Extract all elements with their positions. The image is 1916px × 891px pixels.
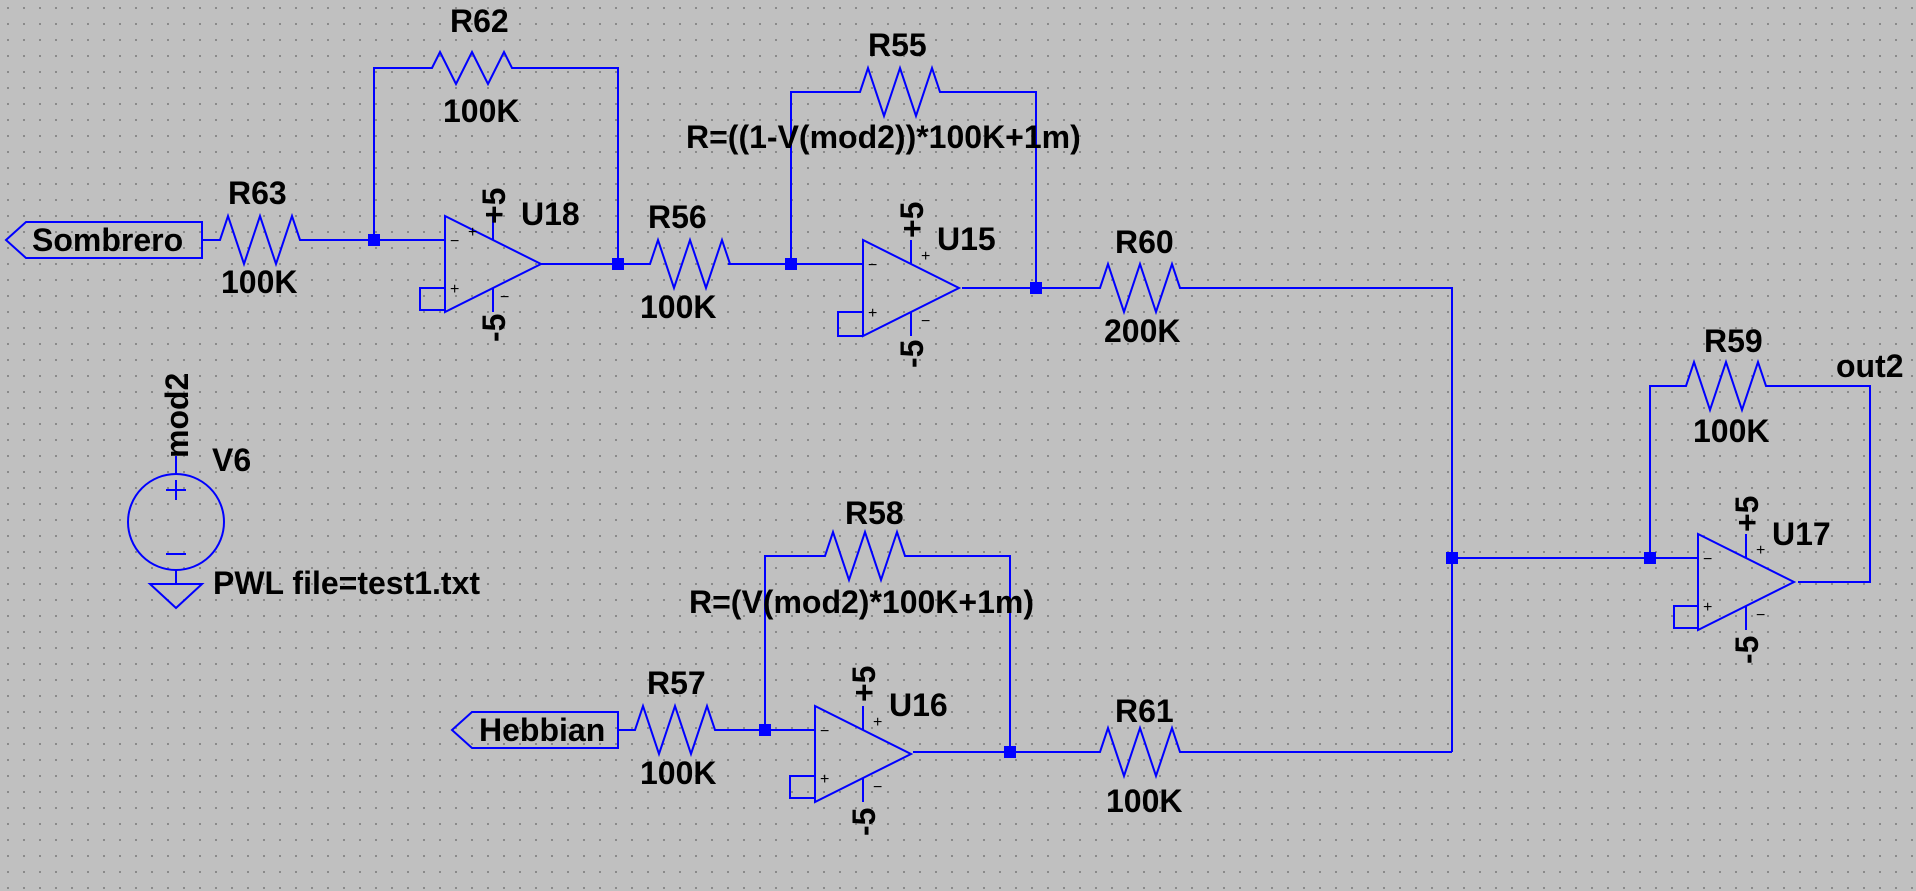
opamp-u16-vneg-sign: − [873, 779, 882, 796]
opamp-u17-inv-sign: − [1703, 551, 1712, 568]
opamp-u15-vpos-sign: + [921, 248, 930, 265]
opamp-u17-name: U17 [1772, 516, 1831, 552]
opamp-u16-vneg: -5 [846, 808, 882, 836]
net-label-out2: out2 [1836, 348, 1904, 384]
opamp-u16-vpos: +5 [846, 666, 882, 702]
port-hebbian[interactable]: Hebbian [450, 711, 619, 749]
opamp-u16-vpos-sign: + [873, 714, 882, 731]
resistor-r62-name: R62 [450, 3, 509, 39]
opamp-u16-name: U16 [889, 687, 948, 723]
resistor-r59[interactable]: R59 100K [1676, 323, 1776, 449]
source-net-label: mod2 [159, 373, 195, 458]
opamp-u15-name: U15 [937, 221, 996, 257]
port-sombrero[interactable]: Sombrero [4, 221, 203, 259]
port-sombrero-label: Sombrero [32, 222, 183, 258]
resistor-r58-value: R=(V(mod2)*100K+1m) [689, 584, 1034, 620]
resistor-r57[interactable]: R57 100K [625, 665, 725, 791]
resistor-r59-value: 100K [1693, 413, 1770, 449]
resistor-r60-value: 200K [1104, 313, 1181, 349]
opamp-u17[interactable]: − + + − +5 -5 U17 [1697, 496, 1831, 664]
opamp-u18-vneg-sign: − [500, 289, 509, 306]
resistor-r56[interactable]: R56 100K [640, 199, 740, 325]
resistor-r59-name: R59 [1704, 323, 1763, 359]
opamp-u18-vneg: -5 [476, 314, 512, 342]
resistor-r61-value: 100K [1106, 783, 1183, 819]
resistor-r63-value: 100K [221, 264, 298, 300]
opamp-u18[interactable]: − + + − +5 -5 U18 [444, 188, 580, 342]
resistor-r62[interactable]: R62 100K [420, 3, 520, 129]
opamp-u17-vneg: -5 [1729, 636, 1765, 664]
opamp-u15-vneg: -5 [894, 340, 930, 368]
opamp-u15-vneg-sign: − [921, 313, 930, 330]
resistor-r61[interactable]: R61 100K [1090, 693, 1190, 819]
resistor-r63[interactable]: R63 100K [210, 175, 310, 300]
resistor-r57-value: 100K [640, 755, 717, 791]
opamp-u17-noninv-sign: + [1703, 599, 1712, 616]
opamp-u18-vpos-sign: + [468, 224, 477, 241]
opamp-u18-inv-sign: − [450, 233, 459, 250]
resistor-r62-value: 100K [443, 93, 520, 129]
opamp-u16[interactable]: − + + − +5 -5 U16 [814, 666, 948, 836]
opamp-u15-inv-sign: − [868, 257, 877, 274]
source-value: PWL file=test1.txt [213, 565, 480, 601]
opamp-u17-vpos: +5 [1729, 496, 1765, 532]
opamp-u15[interactable]: − + + − +5 -5 U15 [862, 202, 996, 368]
opamp-u18-name: U18 [521, 196, 580, 232]
resistor-r60[interactable]: R60 200K [1090, 224, 1190, 349]
ground-icon [147, 583, 205, 610]
resistor-r58-name: R58 [845, 495, 904, 531]
resistor-r56-name: R56 [648, 199, 707, 235]
opamp-u16-noninv-sign: + [820, 771, 829, 788]
resistor-r55[interactable]: R55 R=((1-V(mod2))*100K+1m) [686, 27, 1081, 155]
opamp-u15-vpos: +5 [894, 202, 930, 238]
opamp-u18-vpos: +5 [476, 188, 512, 224]
resistor-r58[interactable]: R58 R=(V(mod2)*100K+1m) [689, 495, 1034, 620]
opamp-u16-inv-sign: − [820, 723, 829, 740]
resistor-r55-name: R55 [868, 27, 927, 63]
source-name: V6 [212, 442, 251, 478]
opamp-u17-vpos-sign: + [1756, 542, 1765, 559]
resistor-r61-name: R61 [1115, 693, 1174, 729]
port-hebbian-label: Hebbian [479, 712, 605, 748]
resistor-r57-name: R57 [647, 665, 706, 701]
voltage-source-v6[interactable]: mod2 V6 PWL file=test1.txt [127, 373, 480, 610]
resistor-r63-name: R63 [228, 175, 287, 211]
resistor-r55-value: R=((1-V(mod2))*100K+1m) [686, 119, 1081, 155]
opamp-u15-noninv-sign: + [868, 305, 877, 322]
resistor-r56-value: 100K [640, 289, 717, 325]
opamp-u17-vneg-sign: − [1756, 607, 1765, 624]
junctions [368, 234, 1656, 758]
resistor-r60-name: R60 [1115, 224, 1174, 260]
opamp-u18-noninv-sign: + [450, 281, 459, 298]
